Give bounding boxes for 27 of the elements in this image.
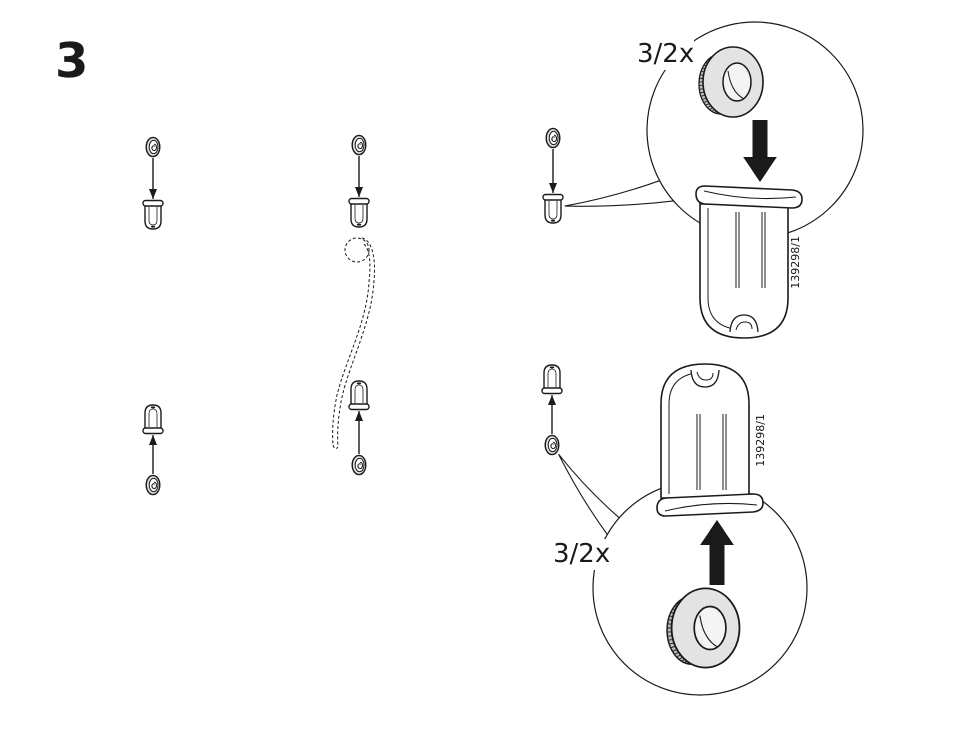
quantity-label: 3/2x xyxy=(637,39,694,70)
arrow xyxy=(549,149,557,193)
arrow xyxy=(355,411,363,454)
leader-line xyxy=(558,454,620,536)
knob-icon xyxy=(544,434,560,456)
clip-icon xyxy=(348,380,370,411)
arrow xyxy=(149,158,157,199)
part-number: 139298/1 xyxy=(755,414,768,467)
arrow xyxy=(548,395,556,434)
part-number: 139298/1 xyxy=(790,236,803,289)
leader-line xyxy=(564,180,674,207)
clip-icon xyxy=(348,197,370,228)
knob-icon xyxy=(545,127,561,149)
clip-icon xyxy=(542,193,564,224)
clip-icon xyxy=(541,364,563,395)
arrow xyxy=(149,435,157,474)
clip-icon xyxy=(142,199,164,230)
step-number: 3 xyxy=(55,37,88,85)
thick-arrow xyxy=(743,120,777,182)
knob-icon xyxy=(145,474,161,496)
arrow xyxy=(355,156,363,197)
knob-icon xyxy=(351,454,367,476)
knob-icon xyxy=(351,134,367,156)
knob-icon xyxy=(145,136,161,158)
clip-icon xyxy=(142,404,164,435)
quantity-label: 3/2x xyxy=(553,539,610,570)
thick-arrow xyxy=(700,520,734,585)
